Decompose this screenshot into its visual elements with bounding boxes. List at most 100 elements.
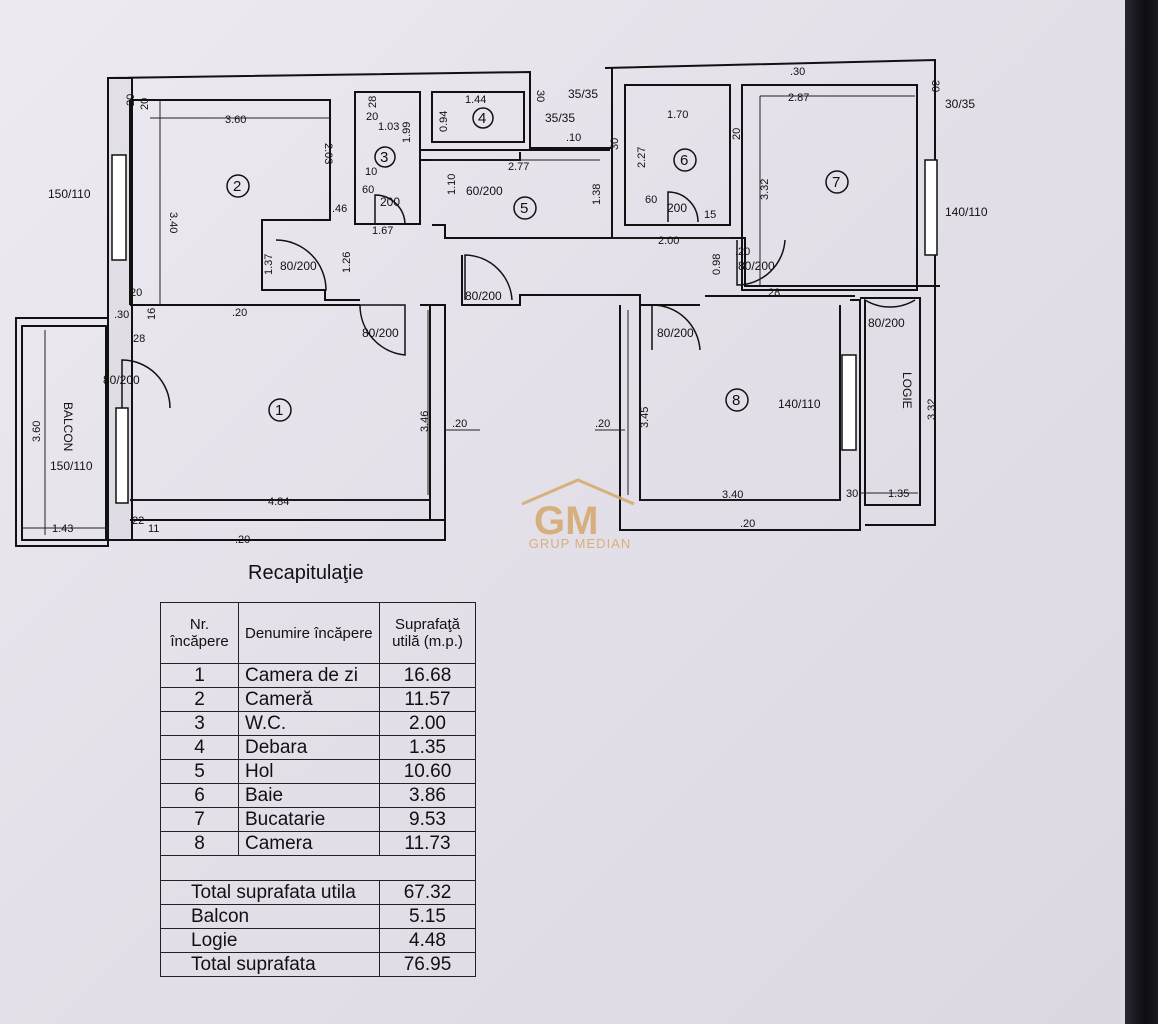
table-cell: 3 — [160, 711, 239, 736]
dim-label: 3.45 — [639, 407, 651, 428]
door-label: 80/200 — [280, 259, 317, 273]
dim-label: 1.10 — [446, 174, 458, 195]
opening-labels: 80/200 80/200 80/200 80/200 80/200 80/20… — [48, 87, 988, 473]
dim-label: 60 — [362, 184, 374, 196]
dim-label: 0.98 — [711, 254, 723, 275]
dim-label: 1.43 — [52, 523, 73, 535]
table-cell: 5 — [160, 759, 239, 784]
dim-label: 1.70 — [667, 109, 688, 121]
table-cell: Hol — [238, 759, 380, 784]
dim-label: 2.03 — [322, 143, 334, 164]
dim-label: .20 — [452, 418, 467, 430]
door-label: 80/200 — [657, 326, 694, 340]
table-cell: 7 — [160, 807, 239, 832]
dim-label: 22 — [132, 515, 144, 527]
column-header: Denumire încăpere — [238, 602, 380, 664]
table-cell — [160, 855, 476, 881]
table-cell: Balcon — [160, 904, 380, 929]
door-label: 200 — [380, 195, 400, 209]
table-cell: 6 — [160, 783, 239, 808]
dim-label: 15 — [704, 209, 716, 221]
table-cell: 1.35 — [379, 735, 476, 760]
room-number: 1 — [275, 402, 283, 419]
total-row: Total suprafata utila 67.32 — [160, 880, 476, 905]
logo-watermark-icon: GM — [521, 478, 635, 543]
room-number: 5 — [520, 200, 528, 217]
table-cell: 11.73 — [379, 831, 476, 856]
table-row: 6 Baie 3.86 — [160, 783, 476, 808]
table-cell: 4.48 — [379, 928, 476, 953]
table-cell: 11.57 — [379, 687, 476, 712]
table-cell: 5.15 — [379, 904, 476, 929]
door-swings — [121, 191, 916, 409]
dimension-labels: 3.60 3.40 2.03 1.03 1.99 1.44 0.94 2.77 … — [31, 66, 941, 546]
dim-label: 20 — [139, 98, 151, 110]
table-cell: 4 — [160, 735, 239, 760]
recap-title: Recapitulaţie — [248, 562, 364, 584]
dim-label: 1.44 — [465, 94, 486, 106]
dimension-lines — [22, 95, 918, 535]
dim-label: 30 — [534, 90, 546, 102]
total-row: Total suprafata 76.95 — [160, 952, 476, 977]
door-label: 200 — [667, 201, 687, 215]
table-cell: Baie — [238, 783, 380, 808]
door-label: 60/200 — [466, 184, 503, 198]
dim-label: 11 — [148, 523, 159, 535]
window-label: 35/35 — [568, 87, 598, 101]
table-header-row: Nr. încăpere Denumire încăpere Suprafaţă… — [160, 602, 476, 664]
dim-label: .20 — [595, 418, 610, 430]
room-number: 8 — [732, 392, 740, 409]
dim-label: 3.60 — [225, 114, 246, 126]
window-label: 140/110 — [778, 397, 821, 411]
room-numbers: 1 2 3 4 5 6 7 8 — [226, 107, 849, 422]
room-number: 2 — [233, 178, 241, 195]
dim-label: 20 — [366, 111, 378, 123]
dim-label: 4.84 — [268, 496, 289, 508]
dim-label: 16 — [146, 308, 158, 320]
window-label: 35/35 — [545, 111, 575, 125]
window-label: 150/110 — [50, 459, 93, 473]
room-number: 3 — [380, 149, 388, 166]
table-row: 1 Camera de zi 16.68 — [160, 663, 476, 688]
total-row: Logie 4.48 — [160, 928, 476, 953]
dim-label: 1.03 — [378, 121, 399, 133]
table-cell: 3.86 — [379, 783, 476, 808]
table-row: 2 Cameră 11.57 — [160, 687, 476, 712]
dim-label: 30 — [609, 138, 621, 150]
dim-label: 1.99 — [401, 122, 413, 143]
dim-label: 3.32 — [926, 399, 938, 420]
table-cell: W.C. — [238, 711, 380, 736]
dim-label: 2.27 — [636, 147, 648, 168]
door-label: 80/200 — [868, 316, 905, 330]
dim-label: .28 — [130, 333, 145, 345]
dim-label: .30 — [790, 66, 805, 78]
table-row: 4 Debara 1.35 — [160, 735, 476, 760]
dim-label: .10 — [566, 132, 581, 144]
table-cell: 8 — [160, 831, 239, 856]
dim-label: 3.40 — [167, 212, 179, 233]
logo-caption: GRUP MEDIAN — [528, 536, 632, 551]
logo-mark: GM — [534, 499, 598, 543]
table-row: 7 Bucatarie 9.53 — [160, 807, 476, 832]
dim-label: 3.40 — [722, 489, 743, 501]
room-number: 7 — [832, 174, 840, 191]
dim-label: 10 — [365, 166, 377, 178]
dim-label: .30 — [114, 309, 129, 321]
dim-label: 1.26 — [341, 252, 353, 273]
table-cell: Camera — [238, 831, 380, 856]
table-cell: Camera de zi — [238, 663, 380, 688]
column-header: Nr. încăpere — [160, 602, 239, 664]
dim-label: 20 — [731, 128, 743, 140]
dim-label: .20 — [740, 518, 755, 530]
dim-label: 3.46 — [419, 411, 431, 432]
window-label: 150/110 — [48, 187, 91, 201]
table-cell: 16.68 — [379, 663, 476, 688]
dim-label: 1.37 — [263, 254, 275, 275]
room-number: 6 — [680, 152, 688, 169]
background-edge — [1125, 0, 1158, 1024]
dim-label: 1.67 — [372, 225, 393, 237]
window-label: 30/35 — [945, 97, 975, 111]
walls — [15, 58, 940, 547]
dim-label: 20 — [130, 287, 142, 299]
room-number: 4 — [478, 110, 486, 127]
